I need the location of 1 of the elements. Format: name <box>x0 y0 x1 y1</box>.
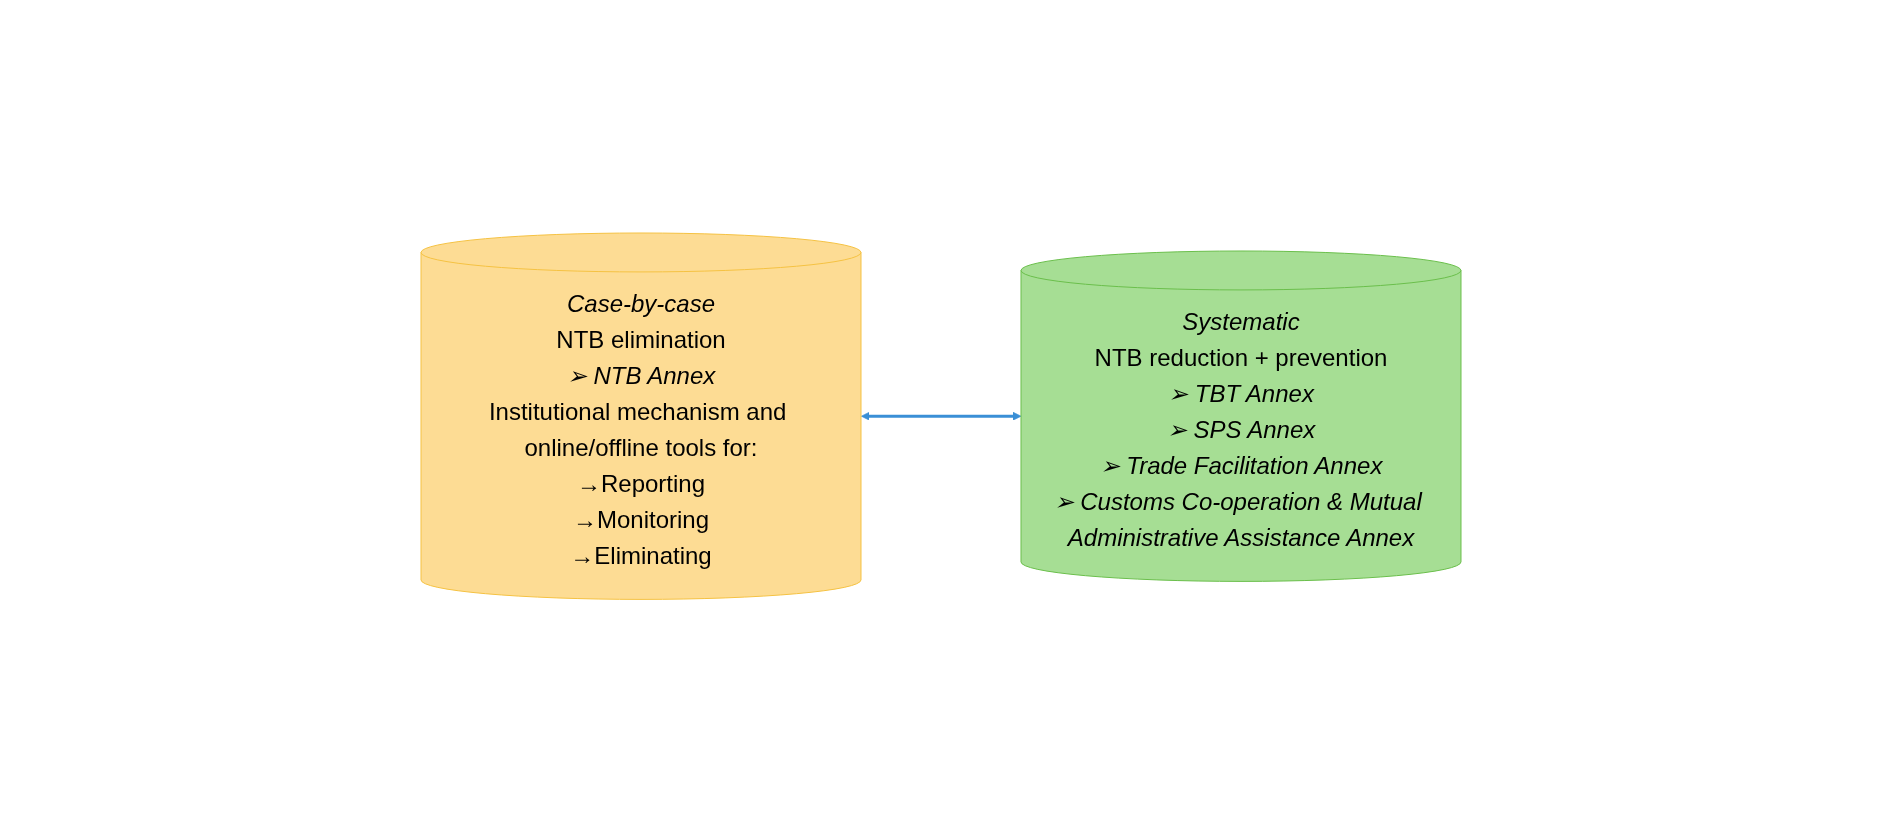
arrow <box>861 412 1022 421</box>
